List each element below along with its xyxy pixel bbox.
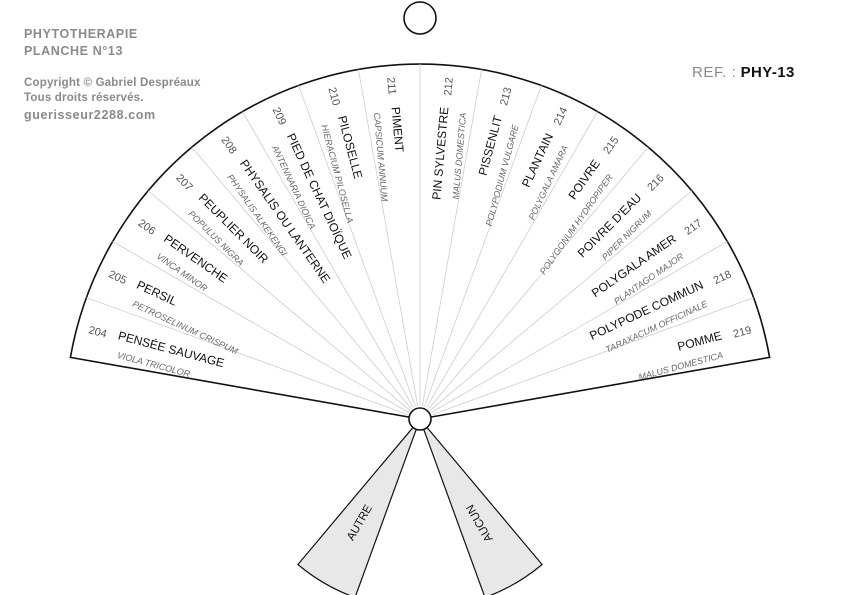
sector-divider [424, 85, 542, 407]
sector-divider [421, 69, 482, 407]
top-ring [403, 1, 437, 35]
sector-divider [429, 190, 693, 411]
sector-divider [86, 297, 408, 415]
sector-divider [358, 69, 419, 407]
sector-number: 204 [87, 324, 108, 340]
chart-subtitle: PLANCHE N°13 [24, 44, 124, 58]
reference-value: PHY-13 [740, 64, 795, 81]
sector-divider [426, 111, 598, 408]
sector-divider [147, 190, 411, 411]
reference-label: REF. : [692, 64, 737, 81]
chart-title: PHYTOTHERAPIE [24, 27, 138, 41]
sector-divider [432, 297, 754, 415]
sector-name: PIMENT [389, 106, 407, 153]
sector-number: 212 [442, 77, 456, 96]
rights-line: Tous droits réservés. [24, 92, 144, 104]
sector-number: 210 [325, 86, 341, 107]
sector-number: 213 [498, 86, 514, 107]
sector-divider [191, 146, 412, 410]
sector-number: 219 [732, 324, 753, 340]
center-hub [408, 407, 432, 431]
sector-divider [428, 146, 649, 410]
sector-divider [431, 241, 728, 413]
sector-divider [298, 85, 416, 407]
sector-divider [112, 241, 409, 413]
right-wedge [422, 425, 543, 595]
sector-number: 211 [384, 77, 397, 96]
copyright-line: Copyright © Gabriel Despréaux [24, 77, 201, 89]
reference-code: REF. : PHY-13 [692, 64, 795, 81]
website-link[interactable]: guerisseur2288.com [24, 108, 156, 122]
left-wedge [297, 425, 418, 595]
sector-divider [242, 111, 414, 408]
